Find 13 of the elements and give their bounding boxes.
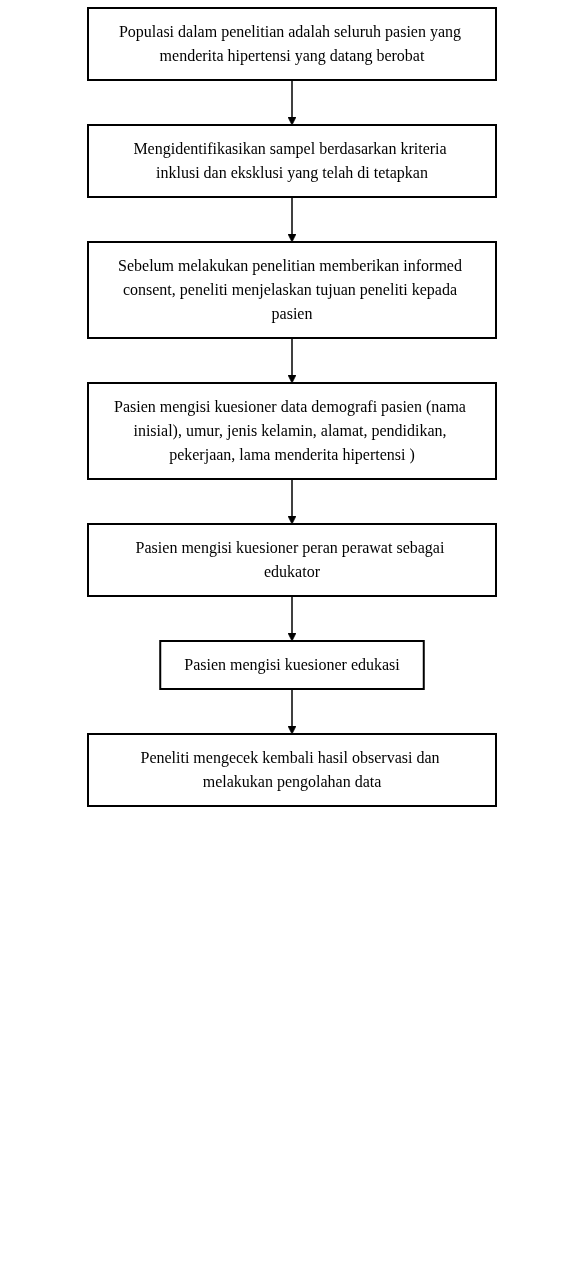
- node-box: Sebelum melakukan penelitian memberikan informed consent, peneliti menjelaskan tujuan peneliti kepada pasien: [86, 241, 497, 339]
- node-box: Mengidentifikasikan sampel berdasarkan kriteria inklusi dan eksklusi yang telah di tetapkan: [86, 124, 497, 198]
- node-box: Pasien mengisi kuesioner data demografi pasien (nama inisial), umur, jenis kelamin, alamat, pendidikan, pekerjaan, lama menderita hipertensi ): [86, 382, 497, 480]
- node-box: Peneliti mengecek kembali hasil observasi dan melakukan pengolahan data: [86, 733, 497, 807]
- arrow: [287, 196, 296, 243]
- arrow: [287, 595, 296, 642]
- node-box: Populasi dalam penelitian adalah seluruh pasien yang menderita hipertensi yang datang berobat: [86, 7, 497, 81]
- node-box: Pasien mengisi kuesioner peran perawat sebagai edukator: [86, 523, 497, 597]
- node-box: Pasien mengisi kuesioner edukasi: [158, 640, 425, 690]
- arrow: [287, 79, 296, 126]
- arrow: [287, 478, 296, 525]
- arrow: [287, 688, 296, 735]
- arrow: [287, 337, 296, 384]
